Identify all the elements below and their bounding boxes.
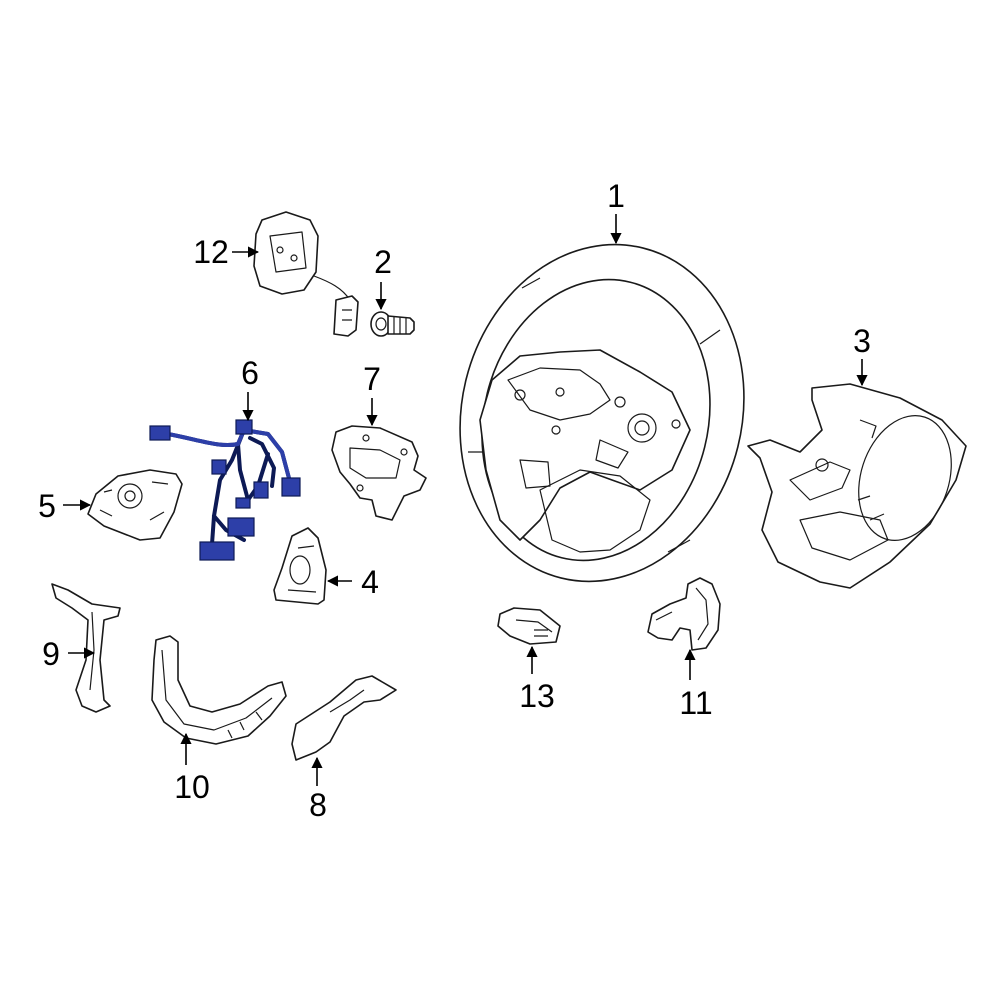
- left-steering-switch[interactable]: [87, 469, 183, 541]
- steering-wheel[interactable]: [425, 214, 779, 612]
- switch-with-connector[interactable]: [253, 211, 359, 337]
- callout-5: 5: [38, 488, 56, 524]
- right-switch-bezel[interactable]: [273, 527, 327, 605]
- callout-6: 6: [241, 355, 259, 391]
- callout-8: 8: [309, 787, 327, 823]
- callout-2: 2: [374, 244, 392, 280]
- vertical-trim-left[interactable]: [51, 583, 121, 713]
- callout-7: 7: [363, 361, 381, 397]
- callout-1: 1: [607, 178, 625, 214]
- callout-9: 9: [42, 636, 60, 672]
- switch-bracket[interactable]: [331, 425, 427, 521]
- leader-lines: [63, 214, 868, 786]
- lower-trim-u-shaped[interactable]: [151, 635, 287, 745]
- callout-13: 13: [519, 678, 555, 714]
- callout-3: 3: [853, 323, 871, 359]
- callout-4: 4: [361, 564, 379, 600]
- lower-trim-right[interactable]: [291, 675, 397, 761]
- callout-10: 10: [174, 769, 210, 805]
- steering-wheel-lower-cover[interactable]: [747, 383, 967, 589]
- paddle-switch[interactable]: [647, 577, 721, 651]
- small-switch[interactable]: [497, 607, 561, 645]
- callout-labels: 1 2 3 4 5 6 7 8 9 10 11 12 13: [38, 178, 871, 823]
- callout-12: 12: [193, 234, 229, 270]
- mounting-bolt[interactable]: [370, 311, 415, 337]
- callout-11: 11: [679, 685, 712, 721]
